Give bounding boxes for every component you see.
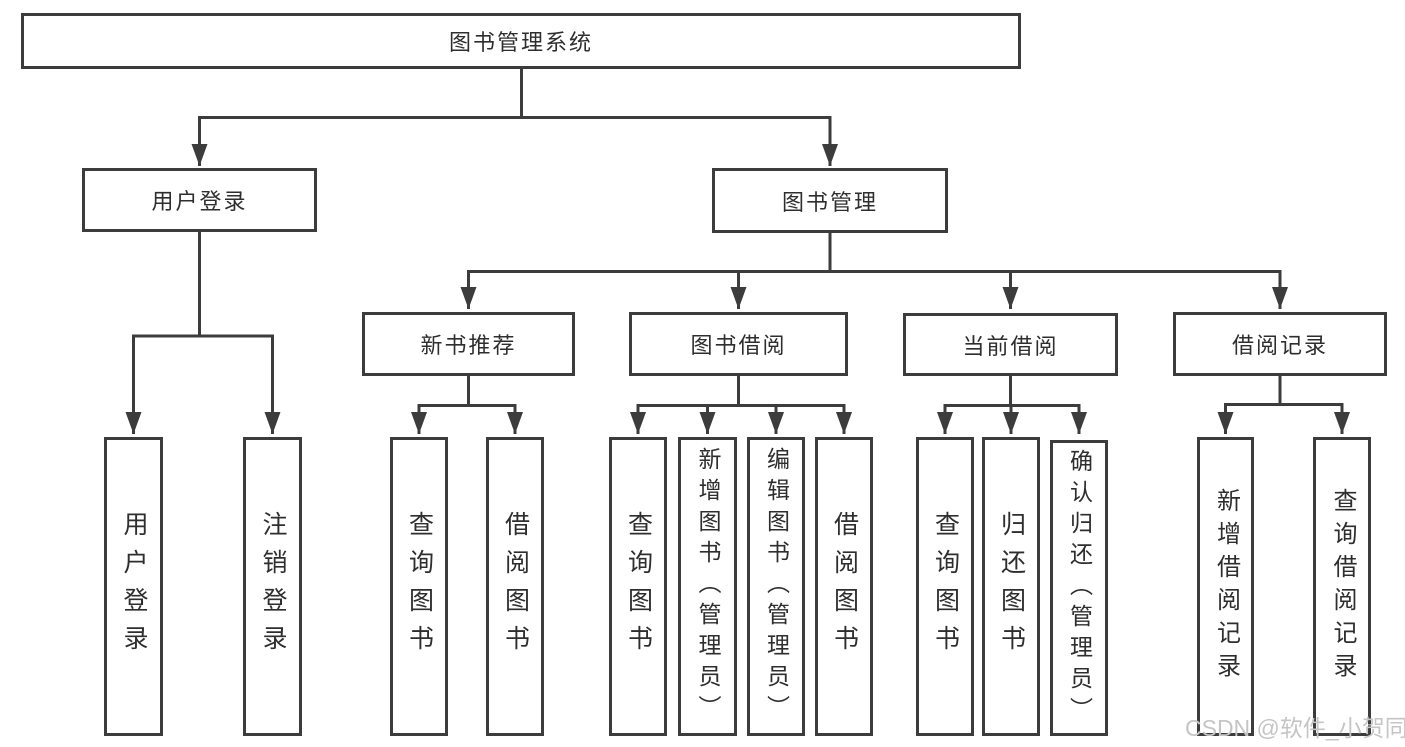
leaf-query-book-borrowing: 查询图书 (609, 437, 667, 736)
node-user-login-label: 用户登录 (151, 189, 248, 214)
leaf-borrow-book-borrowing: 借阅图书 (815, 437, 873, 736)
node-root-system: 图书管理系统 (21, 13, 1021, 69)
leaf-query-book-recommend: 查询图书 (390, 437, 448, 736)
node-current-borrowing-label: 当前借阅 (962, 333, 1059, 359)
leaf-return-book-label: 归还图书 (997, 510, 1026, 663)
node-borrowing-records-label: 借阅记录 (1231, 333, 1328, 358)
leaf-confirm-return-admin: 确认归还（管理员） (1050, 440, 1108, 736)
leaf-query-book-current: 查询图书 (916, 437, 974, 736)
node-book-management: 图书管理 (712, 168, 948, 233)
node-new-book-recommendation: 新书推荐 (362, 312, 575, 376)
leaf-add-borrow-record-label: 新增借阅记录 (1212, 487, 1240, 686)
leaf-edit-book-admin: 编辑图书（管理员） (747, 437, 805, 736)
node-book-borrowing: 图书借阅 (629, 312, 848, 376)
node-root-label: 图书管理系统 (448, 30, 593, 55)
csdn-watermark: CSDN @软件_小贺同学 (1185, 715, 1405, 741)
node-borrowing-records: 借阅记录 (1173, 312, 1387, 376)
leaf-borrow-book-recommend: 借阅图书 (486, 437, 544, 736)
leaf-query-book-current-label: 查询图书 (931, 510, 960, 663)
leaf-confirm-return-admin-label: 确认归还（管理员） (1066, 448, 1093, 728)
leaf-add-borrow-record: 新增借阅记录 (1197, 437, 1254, 736)
leaf-edit-book-admin-label: 编辑图书（管理员） (763, 447, 790, 726)
leaf-query-book-recommend-label: 查询图书 (405, 510, 434, 663)
leaf-user-login-label: 用户登录 (120, 510, 148, 663)
leaf-query-borrow-record-label: 查询借阅记录 (1329, 487, 1356, 686)
leaf-logout-label: 注销登录 (259, 510, 287, 663)
node-book-borrowing-label: 图书借阅 (690, 333, 787, 358)
leaf-add-book-admin: 新增图书（管理员） (678, 437, 737, 736)
leaf-add-book-admin-label: 新增图书（管理员） (695, 447, 721, 726)
leaf-logout: 注销登录 (243, 437, 302, 736)
leaf-query-borrow-record: 查询借阅记录 (1313, 437, 1371, 736)
leaf-borrow-book-recommend-label: 借阅图书 (501, 510, 530, 663)
leaf-query-book-borrowing-label: 查询图书 (624, 510, 653, 663)
node-current-borrowing: 当前借阅 (903, 313, 1118, 376)
node-new-book-recommendation-label: 新书推荐 (420, 333, 517, 358)
leaf-return-book: 归还图书 (982, 437, 1040, 736)
node-book-management-label: 图书管理 (781, 189, 878, 215)
leaf-user-login: 用户登录 (104, 437, 163, 736)
leaf-borrow-book-borrowing-label: 借阅图书 (830, 510, 859, 663)
node-user-login: 用户登录 (82, 168, 317, 232)
